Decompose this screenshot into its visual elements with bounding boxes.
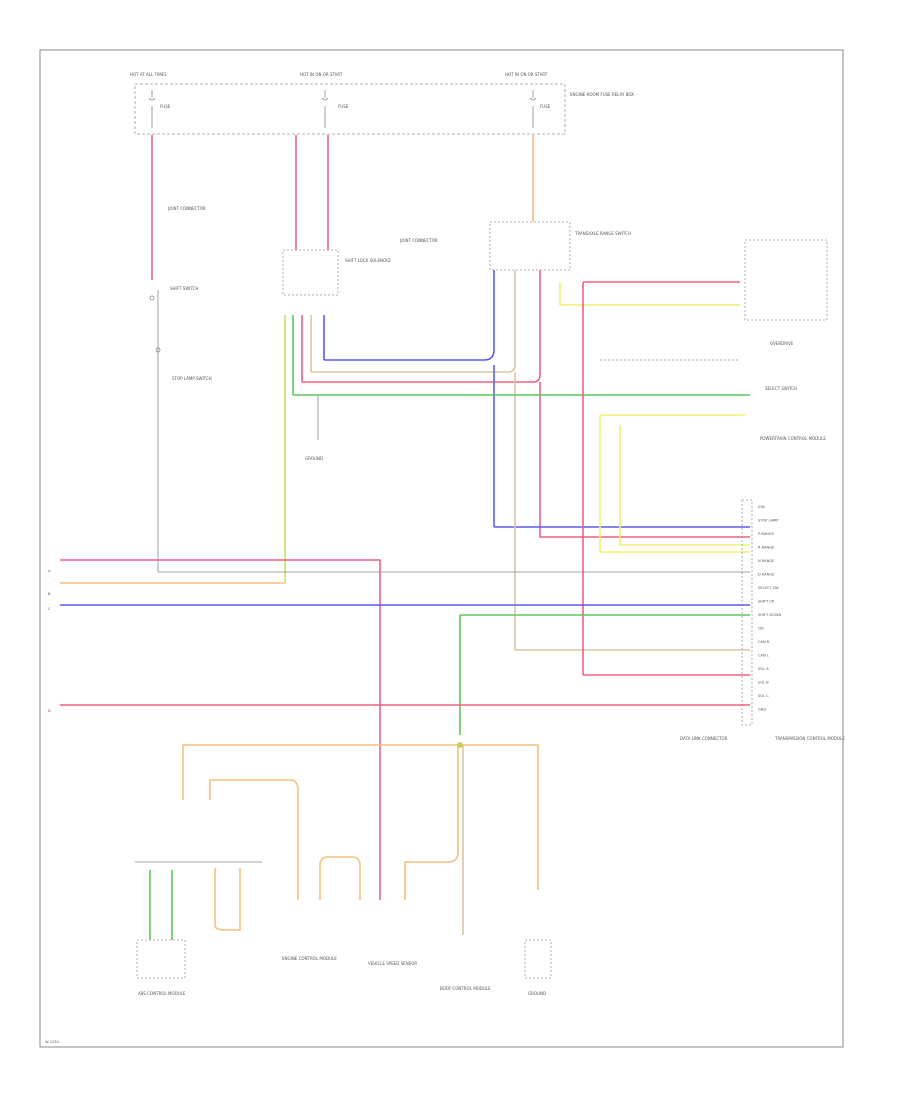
wire-ts-tan-down [514, 372, 750, 651]
wire-abs-loop [214, 868, 241, 931]
pin-label: STOP LAMP [758, 519, 779, 523]
od-switch-box [744, 239, 828, 321]
wire-yellow-3 [619, 425, 750, 546]
fuse-b-label: FUSE [338, 104, 349, 109]
switch-contact-2 [155, 347, 161, 353]
ground-2-label: GROUND [528, 991, 546, 996]
pin-label: SELECT SW [758, 586, 779, 590]
stop-lamp-label: STOP LAMP SWITCH [172, 376, 212, 381]
wire-ts-pink [302, 270, 541, 383]
shift-switch-label: SHIFT SWITCH [170, 286, 198, 291]
shift-lock-box [282, 249, 339, 296]
wire-lower-orange-4 [404, 745, 459, 900]
abs-label: ABS CONTROL MODULE [138, 991, 186, 996]
pin-label: OD [758, 627, 764, 631]
ground-1-label: GROUND [305, 456, 323, 461]
pin-label: IGN [758, 505, 765, 509]
fuse-c-label: FUSE [540, 104, 551, 109]
fuse-box [134, 83, 566, 135]
bcm-label: BODY CONTROL MODULE [440, 986, 491, 991]
wire-lower-orange-3 [319, 856, 361, 900]
pin-label: SOL B [758, 681, 769, 685]
fuse-c-symbol [529, 90, 537, 128]
overdrive-label: OVERDRIVE [770, 341, 794, 346]
pin-label: SOL A [758, 667, 769, 671]
wire-lower-orange-top [182, 744, 539, 890]
ecm-label: ENGINE CONTROL MODULE [282, 956, 337, 961]
pin-label: P RANGE [758, 532, 775, 536]
fuse-b-symbol [321, 90, 329, 128]
fuse-box-label-2: HOT IN ON OR START [300, 72, 343, 77]
wire-ts-pink-down [539, 382, 750, 538]
wire-yellow-top [559, 282, 740, 306]
bus-mark-4: D [48, 709, 51, 713]
splice-point [457, 742, 463, 748]
wire-yellow-2 [599, 414, 750, 553]
bus-mark-1: A [48, 569, 51, 573]
wire-ts-tan [311, 270, 516, 373]
pin-label: GND [758, 708, 766, 712]
fuse-box-label-3: HOT IN ON OR START [505, 72, 548, 77]
wire-ts-blue [324, 270, 495, 361]
select-switch-label: SELECT SWITCH [765, 386, 797, 391]
bus-mark-2: B [48, 592, 51, 596]
wire-bus-green [459, 614, 750, 735]
wire-lower-orange-2 [209, 779, 299, 900]
pcm-label: POWERTRAIN CONTROL MODULE [760, 436, 826, 441]
diagram-frame [39, 49, 844, 1048]
pin-label: CAN L [758, 654, 769, 658]
pin-label: N RANGE [758, 559, 775, 563]
ground-2-box [524, 939, 552, 979]
fuse-box-label-1: HOT AT ALL TIMES [130, 72, 167, 77]
pin-label: D RANGE [758, 573, 775, 577]
switch-contact-1 [149, 295, 155, 301]
junction-right-label: ENGINE ROOM FUSE RELAY BOX [570, 92, 634, 97]
fuse-a-symbol [148, 90, 156, 128]
pin-label: R RANGE [758, 546, 775, 550]
bus-mark-3: C [48, 607, 51, 611]
joint-conn-1-label: JOINT CONNECTOR [167, 206, 206, 211]
pin-label: SOL C [758, 694, 769, 698]
vss-label: VEHICLE SPEED SENSOR [368, 961, 417, 966]
pin-label: SHIFT DOWN [758, 613, 782, 617]
shift-lock-label: SHIFT LOCK SOLENOID [345, 258, 390, 263]
transaxle-switch-box [489, 221, 571, 271]
pin-label: CAN H [758, 640, 770, 644]
pin-labels: IGN STOP LAMP P RANGE R RANGE N RANGE D RANGE… [758, 505, 782, 712]
dlc-label: DATA LINK CONNECTOR [680, 736, 728, 741]
footer-text: W-1234 [45, 1040, 60, 1044]
fuse-a-label: FUSE [160, 104, 171, 109]
wire-bus-red-1 [60, 559, 381, 900]
joint-conn-2-label: JOINT CONNECTOR [399, 238, 438, 243]
pin-label: SHIFT UP [758, 600, 775, 604]
transaxle-label: TRANSAXLE RANGE SWITCH [574, 231, 631, 236]
pcm-connector [741, 499, 753, 726]
abs-module-box [136, 939, 186, 979]
tcm-label: TRANSMISSION CONTROL MODULE [774, 736, 845, 741]
